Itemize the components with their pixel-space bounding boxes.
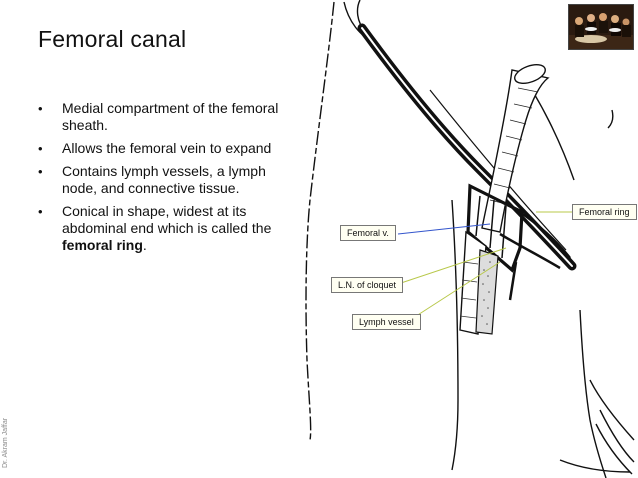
bullet-item: Contains lymph vessels, a lymph node, an… (36, 163, 286, 197)
bullet-list: Medial compartment of the femoral sheath… (36, 100, 286, 260)
lower-vessel (459, 230, 499, 335)
ln-cloquet-pointer (397, 247, 507, 285)
femoral-sheath (466, 183, 571, 301)
femoral-ring-label: Femoral ring (572, 204, 637, 220)
bold-term: femoral ring (62, 237, 143, 253)
bullet-item: Medial compartment of the femoral sheath… (36, 100, 286, 134)
femoral-vessel (481, 64, 550, 233)
bullet-item: Allows the femoral vein to expand (36, 140, 286, 157)
femoral-v-pointer (397, 223, 491, 235)
lymph-vessel-label: Lymph vessel (352, 314, 421, 330)
ln-cloquet-label: L.N. of cloquet (331, 277, 404, 293)
lymph-vessel-pointer (409, 261, 501, 321)
femoral-v-label: Femoral v. (340, 225, 396, 241)
anatomy-painting-icon (568, 4, 634, 50)
bullet-item: Conical in shape, widest at its abdomina… (36, 203, 286, 254)
slide-title: Femoral canal (38, 26, 187, 52)
